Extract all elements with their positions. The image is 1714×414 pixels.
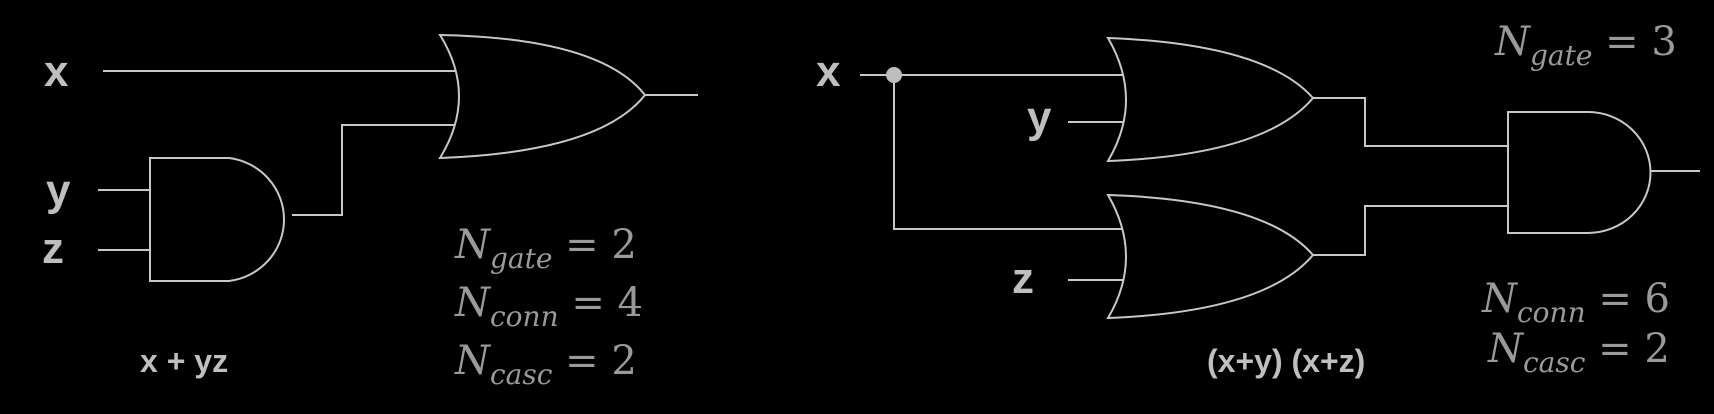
right-metric-conn-sub: conn — [1517, 296, 1586, 329]
left-metric-casc: Ncasc = 2 — [454, 338, 637, 391]
left-input-x: x — [44, 47, 69, 96]
left-metric-casc-sub: casc — [490, 358, 553, 391]
right-wire-or2-to-and — [1313, 205, 1508, 256]
right-or-gate-1 — [1106, 36, 1315, 163]
right-junction-dot — [886, 67, 902, 83]
left-metric-gate-sub: gate — [490, 242, 552, 275]
right-metric-casc: Ncasc = 2 — [1487, 326, 1670, 379]
left-metric-conn-symbol: N — [454, 280, 492, 326]
left-expression: x + yz — [140, 343, 228, 379]
left-and-gate — [149, 157, 286, 282]
left-metric-casc-eq: = 2 — [552, 338, 636, 384]
right-metric-conn-symbol: N — [1481, 276, 1519, 322]
right-metric-casc-eq: = 2 — [1585, 326, 1669, 372]
right-metric-conn-eq: = 6 — [1586, 276, 1670, 322]
left-or-gate — [438, 33, 647, 160]
left-metric-conn-eq: = 4 — [559, 280, 643, 326]
right-and-gate — [1507, 111, 1652, 234]
left-circuit: x y z x + yz Ngate = 2 Nconn = 4 Ncasc =… — [42, 33, 698, 391]
right-metric-casc-symbol: N — [1487, 326, 1525, 372]
right-input-x: x — [816, 47, 841, 96]
right-wire-or1-to-and — [1313, 97, 1508, 147]
left-metric-gate-symbol: N — [454, 222, 492, 268]
left-wire-and-to-or — [292, 124, 455, 216]
left-metric-conn: Nconn = 4 — [454, 280, 643, 333]
right-metric-casc-sub: casc — [1523, 346, 1586, 379]
right-metric-gate-eq: = 3 — [1592, 19, 1676, 65]
right-metric-conn: Nconn = 6 — [1481, 276, 1670, 329]
left-metric-conn-sub: conn — [490, 300, 559, 333]
left-input-y: y — [46, 166, 71, 215]
right-input-z: z — [1012, 254, 1034, 303]
left-metric-casc-symbol: N — [454, 338, 492, 384]
left-input-z: z — [42, 224, 64, 273]
right-input-y: y — [1027, 93, 1052, 142]
right-metric-gate: Ngate = 3 — [1494, 19, 1677, 72]
right-metric-gate-symbol: N — [1494, 19, 1532, 65]
right-expression: (x+y) (x+z) — [1207, 343, 1365, 379]
right-metric-gate-sub: gate — [1530, 39, 1592, 72]
right-circuit: x y z (x+y) (x+z) Ngate = 3 Nconn = 6 Nc… — [816, 19, 1700, 379]
right-or-gate-2 — [1106, 193, 1315, 320]
left-metric-gate-eq: = 2 — [552, 222, 636, 268]
left-metric-gate: Ngate = 2 — [454, 222, 637, 275]
right-wire-x-branch — [893, 75, 1123, 230]
